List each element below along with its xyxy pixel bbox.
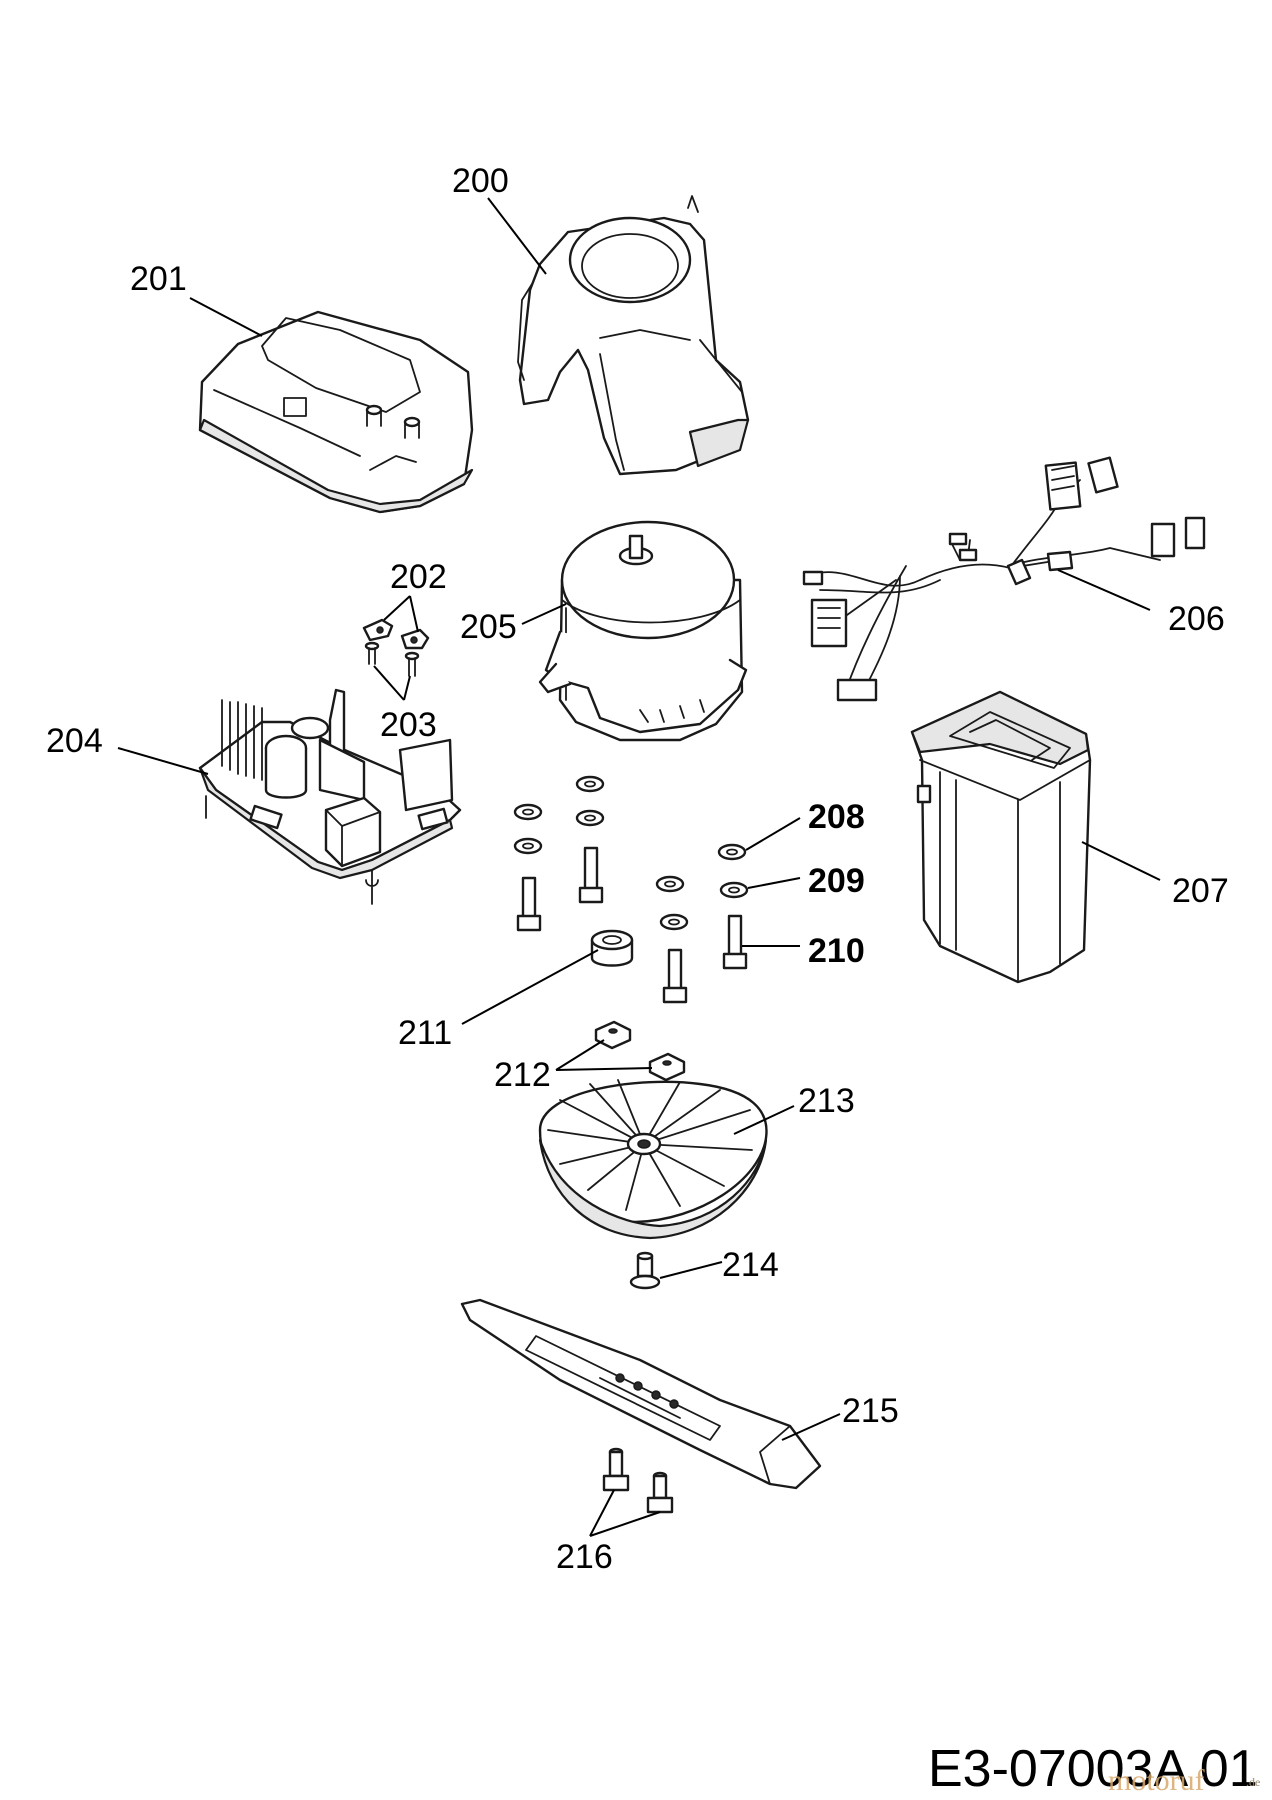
leader-215: [781, 1413, 841, 1441]
label-200: 200: [452, 162, 509, 200]
label-202: 202: [390, 558, 447, 596]
leader-203: [373, 665, 411, 701]
leader-216: [589, 1489, 661, 1537]
watermark-brand: motoruf: [1108, 1764, 1205, 1797]
leader-207: [1081, 841, 1161, 881]
label-209: 209: [808, 862, 865, 900]
label-208: 208: [808, 798, 865, 836]
part-205-motor: [538, 520, 748, 742]
leader-206: [1057, 569, 1151, 611]
label-210: 210: [808, 932, 865, 970]
label-211: 211: [398, 1014, 452, 1052]
leader-205: [521, 603, 567, 625]
label-201: 201: [130, 260, 187, 298]
label-203: 203: [380, 706, 437, 744]
leader-201: [189, 297, 263, 337]
label-207: 207: [1172, 872, 1229, 910]
label-214: 214: [722, 1246, 779, 1284]
leader-209: [747, 877, 801, 889]
part-209-lock-washers: [513, 775, 749, 931]
watermark-suffix: .de: [1246, 1775, 1260, 1789]
part-208-washers: [717, 843, 747, 861]
part-200-shroud: [517, 195, 750, 476]
label-205: 205: [460, 608, 517, 646]
part-211-spacer: [590, 929, 634, 967]
leader-213: [733, 1105, 795, 1135]
label-212: 212: [494, 1056, 551, 1094]
leader-212: [555, 1039, 653, 1071]
part-212-nuts: [594, 1020, 686, 1082]
part-215-blade: [460, 1298, 822, 1490]
label-213: 213: [798, 1082, 855, 1120]
leader-211: [461, 949, 599, 1025]
leader-lines: [117, 197, 1161, 1537]
leader-208: [745, 817, 801, 851]
label-206: 206: [1168, 600, 1225, 638]
leader-214: [659, 1261, 723, 1279]
part-213-fan: [538, 1079, 768, 1240]
part-206-wiring-harness: [802, 456, 1206, 702]
part-207-battery: [910, 690, 1092, 984]
label-204: 204: [46, 722, 103, 760]
leader-202: [383, 595, 419, 633]
part-201-cover: [198, 310, 474, 514]
part-204-circuit-board: [198, 688, 462, 905]
part-203-screws: [364, 641, 420, 677]
label-216: 216: [556, 1538, 613, 1576]
leader-204: [117, 747, 209, 775]
leader-200: [487, 197, 547, 275]
part-216-blade-bolts: [602, 1447, 674, 1514]
part-214-bolt: [629, 1251, 661, 1290]
part-202-clips: [362, 618, 430, 650]
label-215: 215: [842, 1392, 899, 1430]
document-number: E3-07003A 01: [928, 1740, 1258, 1798]
callout-labels: 200 201 202 203 204 205 206 207 208 209 …: [46, 162, 1229, 1576]
part-210-bolts: [516, 846, 748, 1004]
